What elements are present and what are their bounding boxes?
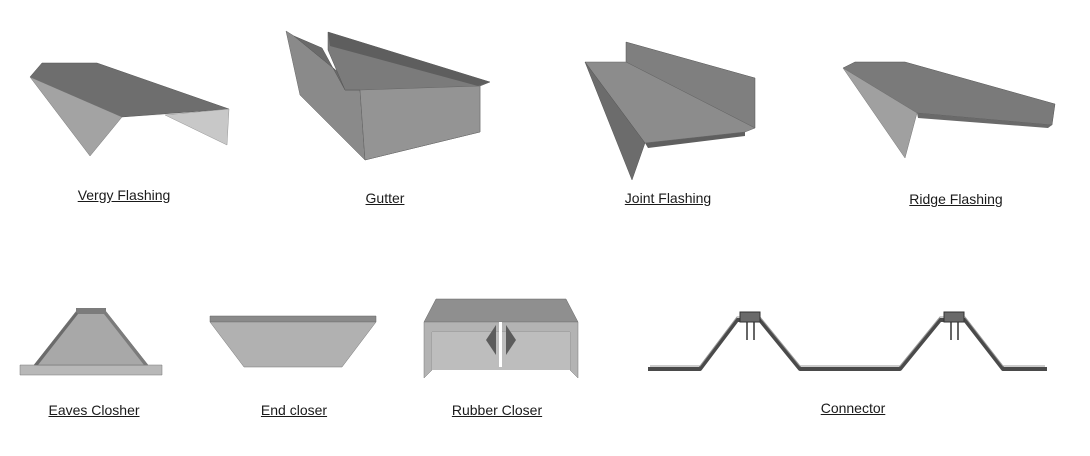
end-closer-icon <box>209 315 377 368</box>
label-connector: Connector <box>820 400 886 416</box>
gutter-icon <box>285 30 491 161</box>
label-gutter: Gutter <box>365 190 405 206</box>
joint-flashing-icon <box>584 41 756 181</box>
vergy-flashing-icon <box>29 62 230 157</box>
label-ridge-flashing: Ridge Flashing <box>909 191 1003 207</box>
label-eaves-closer: Eaves Closher <box>48 402 140 418</box>
label-end-closer: End closer <box>260 402 328 418</box>
ridge-flashing-icon <box>842 61 1056 159</box>
connector-icon <box>648 311 1047 371</box>
label-rubber-closer: Rubber Closer <box>451 402 543 418</box>
eaves-closer-icon <box>19 308 163 376</box>
rubber-closer-icon <box>423 298 579 379</box>
label-joint-flashing: Joint Flashing <box>624 190 712 206</box>
label-vergy-flashing: Vergy Flashing <box>77 187 171 203</box>
